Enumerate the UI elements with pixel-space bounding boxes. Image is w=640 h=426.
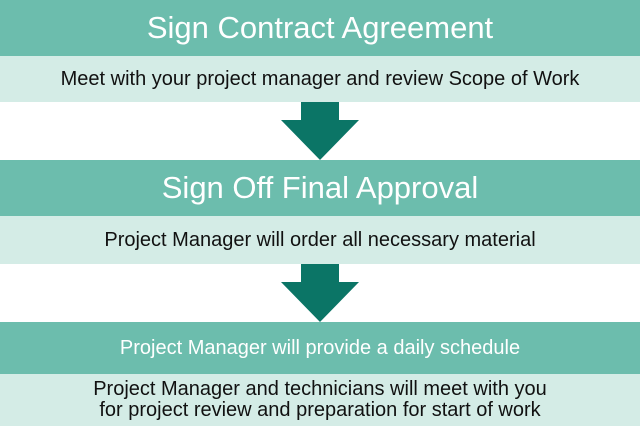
step-2-title-text: Sign Off Final Approval: [161, 170, 479, 205]
down-arrow-icon: [281, 264, 359, 322]
step-3-description: Project Manager and technicians will mee…: [0, 374, 640, 426]
connector-2: [0, 264, 640, 322]
step-3-description-line-1: Project Manager and technicians will mee…: [93, 378, 547, 400]
connector-1: [0, 102, 640, 160]
step-2-description-text: Project Manager will order all necessary…: [104, 228, 536, 251]
down-arrow-icon: [281, 102, 359, 160]
step-1-description-text: Meet with your project manager and revie…: [60, 67, 580, 90]
step-1-description: Meet with your project manager and revie…: [0, 56, 640, 102]
step-2-description: Project Manager will order all necessary…: [0, 216, 640, 264]
step-1-title-text: Sign Contract Agreement: [146, 10, 494, 45]
step-3-title-text: Project Manager will provide a daily sch…: [119, 336, 521, 359]
step-2-title: Sign Off Final Approval: [0, 160, 640, 216]
step-1-title: Sign Contract Agreement: [0, 0, 640, 56]
step-3-description-line-2: for project review and preparation for s…: [99, 399, 541, 421]
step-3-title: Project Manager will provide a daily sch…: [0, 322, 640, 374]
